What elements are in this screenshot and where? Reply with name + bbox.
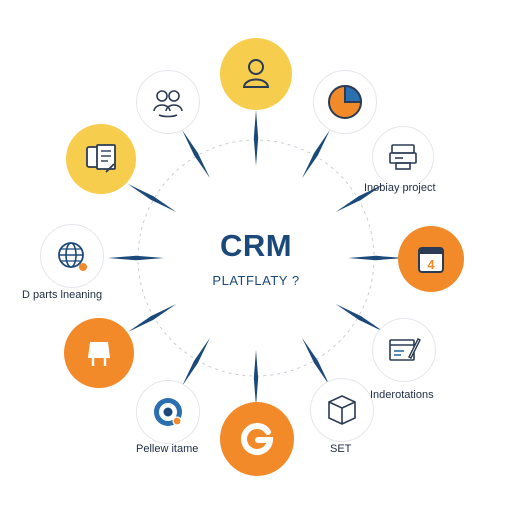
node-globe[interactable] xyxy=(40,224,104,288)
label-right-low: Inderotations xyxy=(370,389,434,401)
connector-spoke xyxy=(182,337,210,387)
node-pie-chart[interactable] xyxy=(313,70,377,134)
server-icon xyxy=(385,139,421,175)
node-browser-edit[interactable] xyxy=(372,318,436,382)
g-logo-icon xyxy=(235,417,279,461)
globe-icon xyxy=(53,237,91,275)
connector-spoke xyxy=(127,184,177,212)
node-cube[interactable] xyxy=(310,378,374,442)
label-left-mid: D parts lneaning xyxy=(22,289,103,301)
node-target[interactable] xyxy=(136,380,200,444)
stand-icon xyxy=(80,334,118,372)
node-server[interactable] xyxy=(372,126,434,188)
node-person[interactable] xyxy=(220,38,292,110)
connector-spoke xyxy=(127,304,177,332)
node-g-logo[interactable] xyxy=(220,402,294,476)
connector-spoke xyxy=(253,110,259,166)
label-bottom-right: SET xyxy=(330,443,352,455)
connector-spoke xyxy=(253,350,259,406)
connector-spoke xyxy=(348,255,404,261)
pie-chart-icon xyxy=(325,82,365,122)
connector-spoke xyxy=(335,184,385,212)
node-calendar[interactable]: 4 xyxy=(398,226,464,292)
document-icon xyxy=(80,138,122,180)
person-icon xyxy=(236,54,276,94)
center-title: CRM xyxy=(219,228,293,263)
node-team[interactable] xyxy=(136,70,200,134)
calendar-icon: 4 xyxy=(412,240,450,278)
node-stand[interactable] xyxy=(64,318,134,388)
label-right-top: Inobiay project xyxy=(364,182,436,194)
connector-spoke xyxy=(335,304,385,332)
center-disc xyxy=(170,170,342,342)
connector-spoke xyxy=(182,129,210,179)
target-icon xyxy=(150,394,186,430)
label-bottom-left: Pellew itame xyxy=(136,443,199,455)
team-icon xyxy=(149,83,187,121)
cube-icon xyxy=(324,392,360,428)
svg-text:4: 4 xyxy=(427,257,435,272)
center-subtitle: PLATFLATY ? xyxy=(212,273,300,288)
browser-edit-icon xyxy=(385,331,423,369)
node-document[interactable] xyxy=(66,124,136,194)
connector-spoke xyxy=(302,337,330,387)
connector-spoke xyxy=(108,255,164,261)
connector-spoke xyxy=(302,129,330,179)
